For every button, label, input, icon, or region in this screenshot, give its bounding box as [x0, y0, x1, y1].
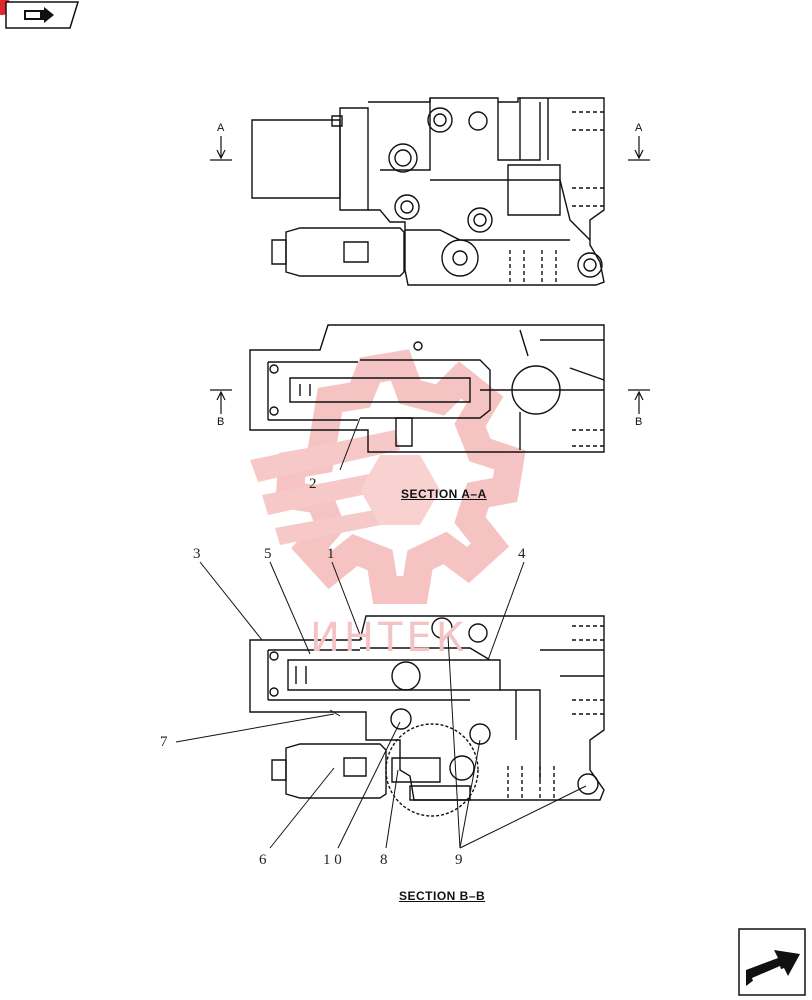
next-page-button[interactable] — [738, 928, 806, 996]
page-forward-icon — [746, 950, 800, 986]
cut-label-a-left: A — [217, 122, 225, 134]
watermark-logo — [250, 349, 526, 604]
callout-6: 6 — [259, 852, 267, 868]
cut-arrows-a — [210, 136, 650, 161]
callout-3: 3 — [193, 546, 201, 562]
callout-7: 7 — [160, 734, 168, 750]
callout-10: 1 0 — [323, 852, 342, 868]
leader-lines — [175, 561, 587, 849]
callout-9: 9 — [455, 852, 463, 868]
cut-arrows-b — [210, 389, 650, 414]
section-aa-title: SECTION A–A — [401, 487, 487, 501]
watermark-text: ИНТЕК — [310, 615, 469, 661]
section-bb-view — [249, 615, 605, 817]
callout-4: 4 — [518, 546, 526, 562]
callout-2: 2 — [309, 476, 317, 492]
callout-1: 1 — [327, 546, 335, 562]
top-view — [251, 97, 605, 286]
callout-8: 8 — [380, 852, 388, 868]
cut-label-a-right: A — [635, 122, 643, 134]
prev-page-button[interactable] — [0, 0, 80, 32]
cut-label-b-right: B — [635, 416, 643, 428]
cut-label-b-left: B — [217, 416, 225, 428]
page-back-icon — [24, 7, 54, 23]
section-bb-title: SECTION B–B — [399, 889, 486, 903]
section-aa-view — [249, 324, 605, 471]
callout-5: 5 — [264, 546, 272, 562]
